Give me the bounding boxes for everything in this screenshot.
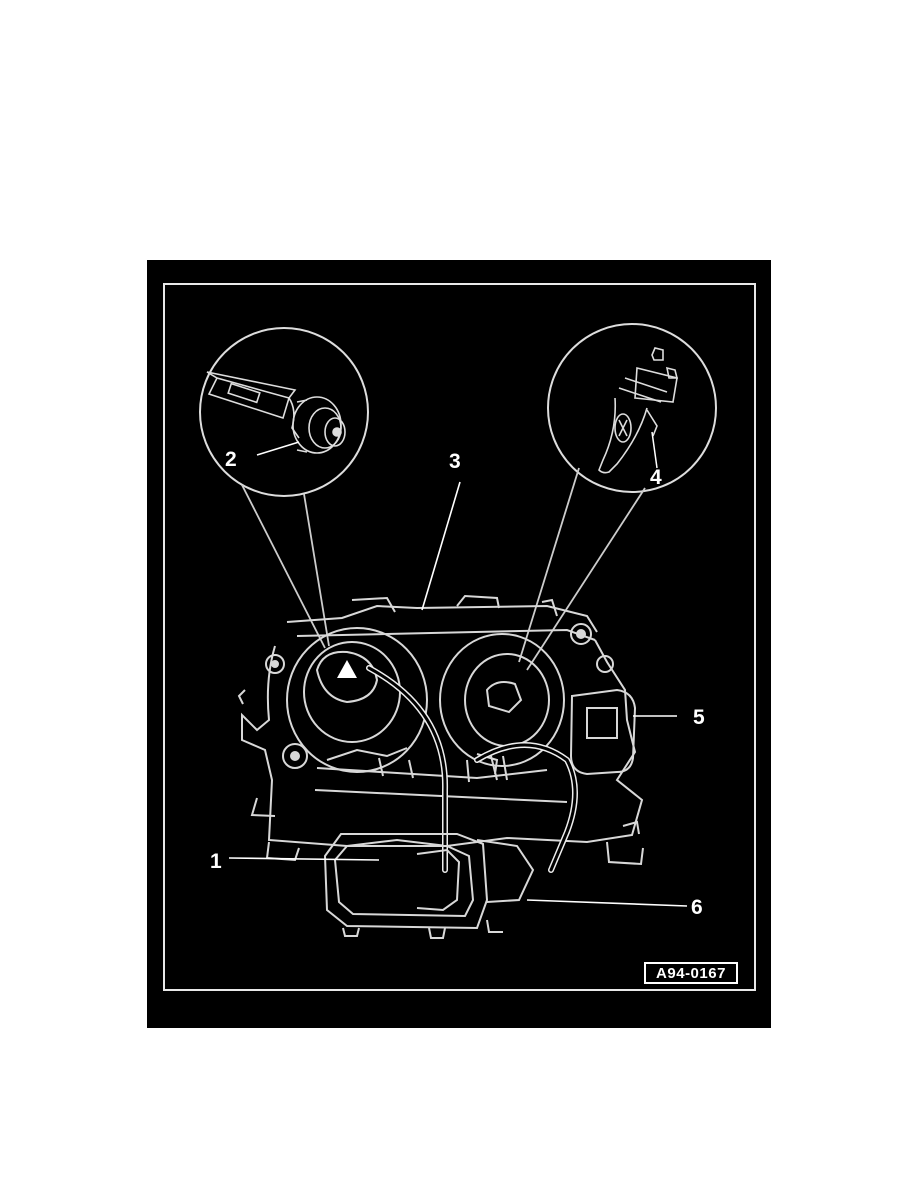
ballast-unit [323, 833, 535, 939]
halogen-bulb-detail [547, 323, 717, 493]
figure-frame [163, 283, 756, 991]
callout-3: 3 [449, 450, 461, 473]
xenon-bulb-detail [199, 327, 369, 497]
high-voltage-warning-icon [337, 660, 357, 678]
callout-4: 4 [650, 466, 662, 489]
callout-5: 5 [693, 706, 705, 729]
headlight-diagram: 1 2 3 4 5 6 A94-0167 [163, 283, 756, 991]
callout-1: 1 [210, 850, 222, 873]
figure-panel: 1 2 3 4 5 6 A94-0167 [147, 260, 771, 1028]
figure-id-box: A94-0167 [644, 962, 738, 984]
magnifier-pointers [241, 467, 646, 671]
headlight-housing [237, 594, 644, 866]
figure-id-label: A94-0167 [656, 965, 726, 982]
callout-6: 6 [691, 896, 703, 919]
callout-2: 2 [225, 448, 237, 471]
leader-lines [228, 481, 688, 907]
